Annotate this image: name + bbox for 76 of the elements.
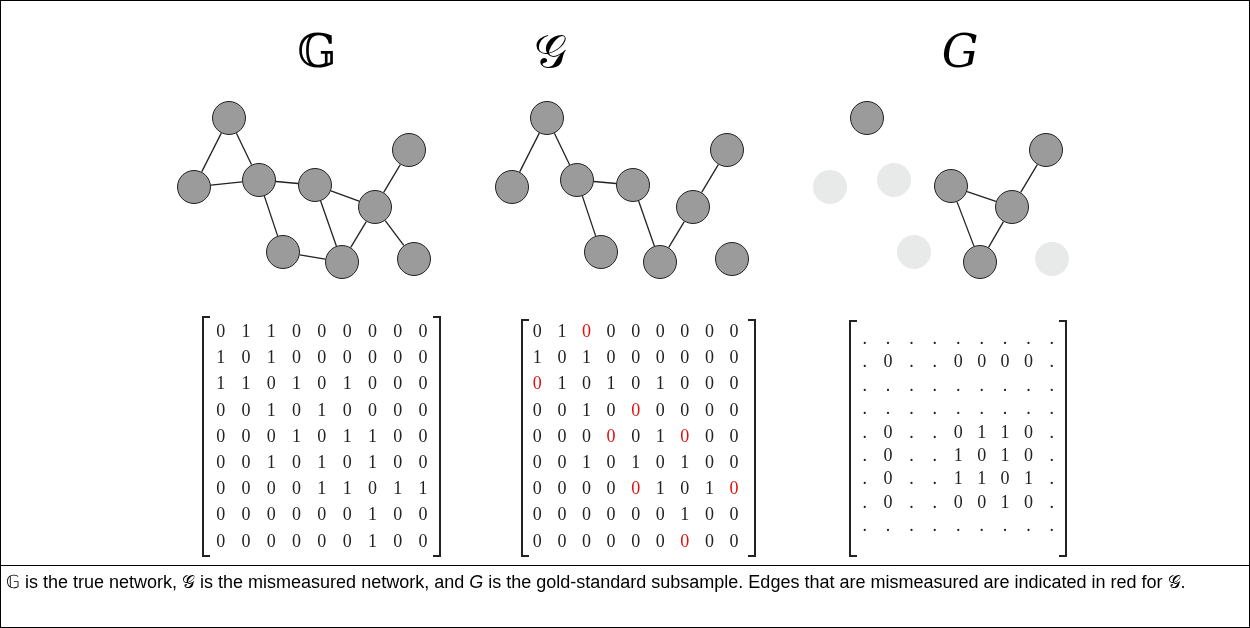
matrix-row-text: 0 0 0 0 0 0 1 0 0 [215,505,429,524]
graph-edge [383,163,401,194]
matrix-row-text: 0 0 0 0 0 0 1 0 0 [531,505,740,524]
matrix-row-text: 0 0 0 0 0 0 0 0 0 [531,531,740,550]
matrix-row-text: 1 0 1 0 0 0 0 0 0 [215,348,429,367]
graph-vertex [715,242,749,276]
graph-vertex [298,168,332,202]
graph-vertex [495,170,529,204]
matrix-row-text: 0 0 0 0 0 1 0 0 0 [531,426,740,445]
matrix-row-text: 0 0 0 1 0 1 1 0 0 [215,426,429,445]
matrix-row-text: . . . . . . . . . [861,329,1056,347]
matrix-row-text: 1 0 1 0 0 0 0 0 0 [531,348,740,367]
graph-vertex [643,245,677,279]
matrix-row-text: 0 1 1 0 0 0 0 0 0 [215,322,429,340]
graph-vertex [266,235,300,269]
graph-vertex [934,169,968,203]
graph-edge [210,181,243,186]
matrix-row-text: 0 0 0 0 1 1 0 1 1 [215,479,429,498]
graph-edge [235,132,253,166]
graph-edge [263,195,279,237]
graph-vertex [397,242,431,276]
graph-vertex [850,101,884,135]
graph-vertex [560,163,594,197]
graph-vertex [392,133,426,167]
graph-vertex [242,163,276,197]
matrix-row-text: . 0 . . 1 1 0 1 . [861,469,1056,488]
graph-vertex [963,245,997,279]
graph-vertex [616,168,650,202]
matrix-row-text: 0 0 0 0 0 0 1 0 0 [215,531,429,550]
matrix-row-text: 0 1 0 1 0 1 0 0 0 [531,374,740,393]
graph-edge [320,200,337,247]
matrix-row-text: 0 0 1 0 1 0 1 0 0 [531,453,740,471]
graph-edge [593,180,617,185]
matrix-row-text: 0 1 0 0 0 0 0 0 0 [531,322,740,340]
graph-edge [275,180,299,185]
math-symbol: 𝔾 [297,28,337,74]
graph-edge [384,219,405,247]
matrix-row-text: . 0 . . 1 0 1 0 . [861,446,1056,464]
graph-vertex [530,101,564,135]
matrix-row-text: 0 0 1 0 1 0 0 0 0 [215,400,429,419]
graph-edge [668,220,685,249]
graph-edge [553,132,571,166]
graph-vertex [995,190,1029,224]
graph-edge [966,190,997,203]
graph-vertex [676,190,710,224]
graph-edge [201,132,222,173]
graph-edge [956,201,975,247]
graph-edge [987,221,1005,248]
graph-vertex [584,235,618,269]
graph-edge [330,190,360,202]
matrix-row-text: 0 0 1 0 1 0 1 0 0 [215,453,429,471]
graph-vertex [1029,133,1063,167]
matrix-row-text: . . . . . . . . . [861,375,1056,394]
matrix-row-text: . . . . . . . . . [861,516,1056,535]
math-symbol: G [941,28,979,74]
graph-edge [299,254,326,260]
graph-edge [519,132,540,173]
matrix-row-text: 1 1 0 1 0 1 0 0 0 [215,374,429,393]
matrix-row-text: 0 0 1 0 0 0 0 0 0 [531,400,740,419]
graph-vertex [710,133,744,167]
matrix-row-text: . 0 . . 0 1 1 0 . [861,422,1056,441]
matrix-row-text: . 0 . . 0 0 0 0 . [861,352,1056,371]
graph-edge [581,195,597,237]
matrix-row-text: 0 0 0 0 0 1 0 1 0 [531,479,740,498]
caption: 𝔾 is the true network, 𝒢 is the mismeasured network, and G is the gold-standard subsample. Edges that are mismeasured are indicated in red for 𝒢. [6,571,1187,593]
graph-edge [701,163,719,194]
graph-edge [638,200,655,247]
graph-vertex [212,101,246,135]
graph-vertex [177,170,211,204]
graph-edge [1020,163,1038,194]
matrix-row-text: . 0 . . 0 0 1 0 . [861,492,1056,511]
graph-vertex [358,190,392,224]
matrix-row-text: . . . . . . . . . [861,399,1056,418]
graph-edge [350,220,367,249]
graph-vertex [325,245,359,279]
math-symbol: 𝒢 [533,28,567,74]
